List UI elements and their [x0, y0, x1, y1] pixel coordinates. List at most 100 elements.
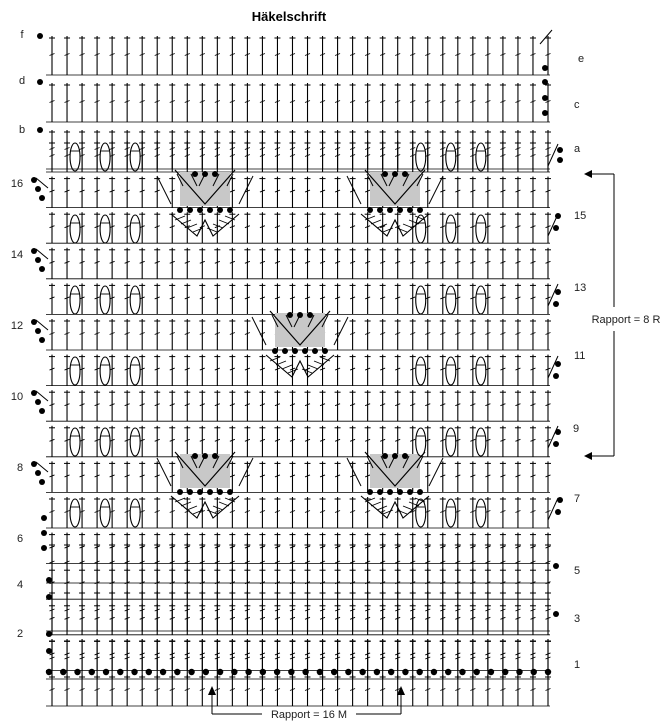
treble-crossbar	[259, 296, 266, 300]
shell-chain-dot	[417, 207, 423, 213]
shaded-block	[370, 454, 420, 488]
treble-crossbar	[349, 332, 356, 335]
row-label-right-7: 7	[574, 493, 580, 505]
treble-crossbar	[364, 260, 371, 264]
treble-crossbar	[259, 154, 266, 157]
shell-fan-stitch	[285, 314, 293, 328]
treble-crossbar	[289, 608, 296, 612]
treble-crossbar	[515, 510, 521, 513]
crossed-stitch	[370, 501, 382, 507]
treble-crossbar	[259, 100, 266, 103]
treble-crossbar	[169, 53, 175, 56]
treble-crossbar	[199, 367, 205, 371]
treble-crossbar	[139, 332, 145, 335]
treble-crossbar	[64, 189, 70, 193]
treble-crossbar	[364, 560, 371, 564]
crossed-stitch	[218, 219, 230, 225]
chain-dots	[31, 33, 563, 676]
treble-crossbar	[319, 100, 326, 103]
arrow-left-icon	[584, 452, 592, 460]
treble-crossbar	[349, 510, 356, 513]
treble-crossbar	[545, 189, 551, 193]
treble-crossbar	[139, 100, 145, 103]
foundation-chain-dot	[202, 668, 210, 676]
shell-chain-dot	[187, 489, 193, 495]
edge-diagonal	[35, 390, 49, 402]
treble-crossbar	[485, 608, 491, 612]
treble-crossbar	[214, 367, 221, 371]
treble-crossbar	[64, 260, 70, 264]
treble-crossbar	[455, 189, 461, 193]
treble-crossbar	[485, 560, 491, 564]
treble-crossbar	[470, 296, 476, 300]
stitch-grid	[35, 29, 559, 707]
cluster-stitch	[69, 142, 81, 172]
treble-crossbar	[440, 403, 446, 407]
treble-crossbar	[124, 403, 130, 407]
treble-crossbar	[530, 367, 536, 371]
treble-crossbar	[139, 403, 145, 407]
turning-chain-dot	[31, 461, 37, 467]
treble-crossbar	[530, 560, 536, 564]
shell-chain-dot	[367, 489, 373, 495]
side-diagonal	[156, 457, 172, 487]
treble-crossbar	[94, 367, 100, 371]
treble-crossbar	[364, 656, 371, 660]
treble-crossbar	[274, 474, 281, 478]
crossed-stitch	[180, 219, 192, 225]
treble-crossbar	[289, 510, 296, 513]
treble-crossbar	[49, 367, 55, 371]
foundation-chain-dot	[544, 668, 552, 676]
cluster-stitches	[69, 142, 487, 528]
treble-crossbar	[199, 403, 205, 407]
treble-crossbar	[500, 225, 506, 229]
foundation-chain-dot	[45, 668, 53, 676]
treble-crossbar	[470, 189, 476, 193]
turning-chain-dot	[39, 337, 45, 343]
treble-crossbar	[109, 403, 115, 407]
cluster-stitch	[475, 285, 487, 315]
foundation-chain-dot	[416, 668, 423, 676]
row-label-right-15: 15	[574, 210, 586, 222]
treble-crossbar	[274, 688, 281, 691]
treble-crossbar	[485, 100, 491, 103]
crossed-stitch	[301, 368, 313, 374]
treble-crossbar	[379, 225, 386, 229]
treble-crossbar	[334, 296, 341, 300]
treble-crossbar	[109, 656, 115, 660]
cluster-stitch	[129, 214, 141, 244]
cluster-stitch	[129, 285, 141, 315]
treble-crossbar	[395, 100, 401, 103]
treble-crossbar	[379, 296, 386, 300]
cluster-stitch	[129, 142, 141, 172]
treble-crossbar	[530, 53, 536, 56]
treble-crossbar	[49, 403, 55, 407]
treble-crossbar	[214, 688, 221, 691]
treble-crossbar	[79, 656, 85, 660]
treble-crossbar	[184, 608, 190, 612]
treble-crossbar	[109, 474, 115, 478]
crossed-stitch	[370, 219, 382, 225]
treble-crossbar	[455, 656, 461, 660]
turning-chain-dot	[557, 147, 563, 153]
crossed-stitch	[186, 223, 198, 229]
treble-crossbar	[79, 474, 85, 478]
treble-crossbar	[154, 154, 160, 157]
treble-crossbar	[214, 656, 221, 660]
treble-crossbar	[154, 560, 160, 564]
arrow-left-icon	[584, 170, 592, 178]
treble-crossbar	[274, 367, 281, 371]
edge-diagonal	[539, 29, 553, 45]
treble-crossbar	[485, 53, 491, 56]
treble-crossbar	[319, 367, 326, 371]
treble-crossbar	[214, 260, 221, 264]
cluster-stitch	[445, 427, 457, 457]
treble-crossbar	[410, 154, 416, 157]
shell-chain-dot	[292, 348, 298, 354]
treble-crossbar	[64, 608, 70, 612]
treble-crossbar	[214, 296, 221, 300]
shell-chain-dot	[202, 453, 208, 459]
treble-crossbar	[515, 296, 521, 300]
foundation-chain-dot	[359, 668, 366, 676]
treble-crossbar	[364, 225, 371, 229]
